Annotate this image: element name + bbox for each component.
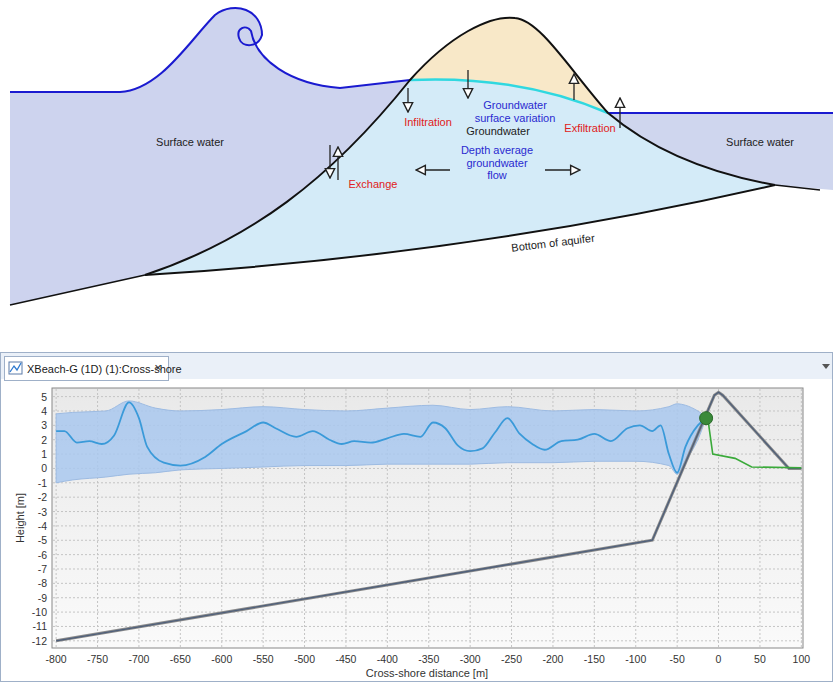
- process-label: Exchange: [349, 178, 398, 191]
- beach-profile: [145, 18, 775, 275]
- region-label: Surface water: [726, 136, 794, 149]
- dropdown-arrow: [822, 364, 830, 369]
- axis-tick: -3: [38, 506, 47, 518]
- water-level: [56, 402, 706, 472]
- axis-tick: -5: [38, 534, 47, 546]
- bed-profile-initial: [56, 392, 801, 641]
- axis-tick: -8: [38, 577, 47, 589]
- grid-line: [53, 525, 802, 526]
- axis-tick: 0: [716, 653, 722, 665]
- grid-line: [53, 626, 802, 627]
- axis-tick: -700: [128, 653, 149, 665]
- groundwater-level: [708, 418, 802, 468]
- grid-line: [53, 554, 802, 555]
- grid-line: [53, 597, 802, 598]
- axis-tick: 5: [41, 391, 47, 403]
- boundary-label: Bottom of aquifer: [511, 232, 596, 255]
- axis-tick: -750: [87, 653, 108, 665]
- axis-tick: 1: [41, 448, 47, 460]
- axis-tick: -9: [38, 592, 47, 604]
- axis-tick: -2: [38, 491, 47, 503]
- close-button: ×: [154, 361, 162, 376]
- process-label: Groundwater surface variation: [467, 99, 563, 124]
- lagoon-surface: [608, 112, 833, 114]
- plot-area: [52, 388, 803, 648]
- axis-tick: -200: [542, 653, 563, 665]
- axis-tick: 50: [754, 653, 766, 665]
- region-label: Groundwater: [466, 125, 530, 138]
- groundwater-body: [145, 79, 775, 275]
- axis-tick: -250: [501, 653, 522, 665]
- axis-tick: 4: [41, 405, 47, 417]
- dune-sand: [410, 18, 608, 113]
- axis-tick: -100: [625, 653, 646, 665]
- axis-tick: -10: [32, 606, 47, 618]
- grid-line: [53, 497, 802, 498]
- process-label: Infiltration: [404, 116, 452, 129]
- axis-tick: 3: [41, 419, 47, 431]
- axis-tick: 2: [41, 434, 47, 446]
- seabed-line: [10, 185, 820, 305]
- lagoon-water: [608, 113, 833, 190]
- grid-line: [53, 568, 802, 569]
- axis-tick: -300: [460, 653, 481, 665]
- position-marker: [700, 412, 713, 425]
- axis-tick: 0: [41, 462, 47, 474]
- axis-title: Height [m]: [14, 493, 27, 543]
- axis-tick: 100: [793, 653, 811, 665]
- tab-icon: [9, 362, 22, 374]
- grid-line: [53, 540, 802, 541]
- grid-line: [53, 640, 802, 641]
- axis-tick: -600: [211, 653, 232, 665]
- axis-tick: -6: [38, 549, 47, 561]
- axis-tick: -150: [584, 653, 605, 665]
- window-panel: [1, 353, 833, 682]
- axis-tick: -400: [377, 653, 398, 665]
- grid-line: [53, 482, 802, 483]
- sea-surface: [10, 8, 410, 92]
- axis-tick: -650: [170, 653, 191, 665]
- process-label: Depth average groundwater flow: [458, 144, 536, 182]
- process-label: Exfiltration: [564, 122, 615, 135]
- axis-tick: -350: [418, 653, 439, 665]
- axis-tick: -800: [46, 653, 67, 665]
- region-label: Surface water: [156, 136, 224, 149]
- grid-line: [53, 511, 802, 512]
- axis-title: Cross-shore distance [m]: [366, 667, 488, 680]
- water-envelope: [56, 401, 706, 483]
- chart-window: [1, 353, 833, 682]
- axis-tick: -450: [335, 653, 356, 665]
- grid-line: [759, 389, 760, 647]
- axis-tick: -1: [38, 477, 47, 489]
- axis-tick: -4: [38, 520, 47, 532]
- grid-line: [718, 389, 719, 647]
- grid-line: [53, 612, 802, 613]
- grid-line: [53, 583, 802, 584]
- axis-tick: -500: [294, 653, 315, 665]
- axis-tick: -550: [253, 653, 274, 665]
- axis-tick: -7: [38, 563, 47, 575]
- chart-plot: [53, 389, 802, 647]
- axis-tick: -50: [670, 653, 685, 665]
- beach-cross-section: [10, 8, 833, 305]
- grid-line: [53, 396, 802, 397]
- bed-profile: [56, 392, 801, 641]
- aquifer-bottom: [145, 185, 775, 275]
- axis-tick: -11: [33, 620, 47, 632]
- axis-tick: -12: [32, 635, 47, 647]
- grid-line: [801, 389, 802, 647]
